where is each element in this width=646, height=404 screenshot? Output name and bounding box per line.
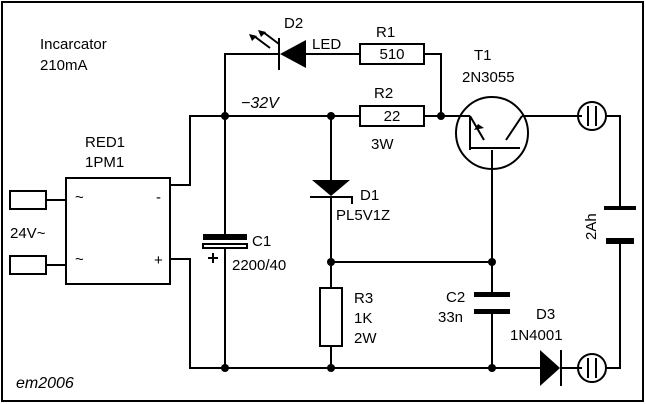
battery-top-wire [606, 115, 621, 208]
c1-plate-negative [203, 234, 247, 240]
led-ref-label: D2 [284, 15, 303, 32]
r2-ref-label: R2 [374, 85, 393, 102]
t1-part-label: 2N3055 [462, 69, 515, 86]
battery-bottom-wire [606, 240, 621, 369]
led-light-arrows-icon [253, 31, 280, 49]
battery-capacity-label: 2Ah [583, 213, 600, 240]
bridge-part-label: 1PM1 [85, 154, 124, 171]
bridge-plus-mark: + [154, 252, 163, 269]
junction-dot [488, 258, 496, 266]
c2-plate-top [474, 292, 510, 297]
r3-power-label: 2W [354, 330, 377, 347]
output-terminal-top [577, 101, 607, 131]
ac-input-terminal-top [9, 190, 47, 210]
r2-value-label: 22 [384, 108, 401, 125]
c2-plate-bottom [474, 309, 510, 314]
charger-title-label: Incarcator [40, 36, 107, 53]
d3-part-label: 1N4001 [510, 327, 563, 344]
t1-ref-label: T1 [474, 47, 492, 64]
d3-ref-label: D3 [536, 306, 555, 323]
junction-dot [488, 364, 496, 372]
output-terminal-bottom [577, 353, 607, 383]
bridge-ref-label: RED1 [85, 134, 125, 151]
c2-value-label: 33n [438, 309, 463, 326]
t1-emitter-arrow-icon [474, 124, 484, 130]
rail-voltage-label: −32V [241, 95, 280, 112]
r3-value-label: 1K [354, 310, 372, 327]
bottom-rail-wire [170, 258, 540, 369]
battery-plate-long [604, 206, 636, 210]
output-terminal-bottom-lines [587, 358, 597, 378]
junction-dot [437, 112, 445, 120]
r3-ref-label: R3 [354, 290, 373, 307]
r1-base-wire [424, 53, 442, 116]
led-d2-body-icon [280, 40, 306, 68]
bridge-rectifier-symbol [65, 177, 171, 285]
negative-rail-wire [170, 115, 360, 186]
led-arrowhead-icon [249, 34, 257, 41]
led-arrowhead-icon [258, 30, 266, 37]
led-part-label: LED [312, 36, 341, 53]
d1-zener-body-icon [312, 180, 350, 196]
input-voltage-label: 24V~ [10, 225, 46, 242]
bridge-ac-mark-bottom: ~ [75, 251, 84, 268]
ac-input-terminal-bottom [9, 255, 47, 275]
r1-value-label: 510 [379, 46, 404, 63]
d1-part-label: PL5V1Z [336, 207, 390, 224]
d1-ref-label: D1 [360, 187, 379, 204]
led-branch-wire [224, 53, 278, 116]
r3-resistor-symbol [319, 287, 343, 347]
c1-value-label: 2200/40 [232, 257, 286, 274]
junction-dot [327, 112, 335, 120]
r2-power-label: 3W [371, 136, 394, 153]
r1-resistor-symbol [359, 43, 425, 65]
bridge-minus-mark: - [156, 189, 161, 206]
t1-transistor-envelope [455, 96, 529, 170]
output-terminal-top-lines [587, 106, 597, 126]
c2-ref-label: C2 [446, 289, 465, 306]
junction-dot [327, 258, 335, 266]
c1-plate-positive [202, 243, 248, 249]
signature-label: em2006 [16, 375, 74, 392]
junction-dot [221, 112, 229, 120]
charger-current-label: 210mA [40, 57, 88, 74]
d1-zener-cathode-bar [310, 196, 353, 204]
bridge-ac-mark-top: ~ [75, 189, 84, 206]
c1-ref-label: C1 [252, 233, 271, 250]
r2-resistor-symbol [359, 105, 425, 127]
battery-plate-short [606, 238, 634, 244]
r1-ref-label: R1 [376, 24, 395, 41]
junction-dot [221, 364, 229, 372]
junction-dot [327, 364, 335, 372]
d3-diode-body-icon [540, 350, 560, 386]
c1-plus-mark [208, 253, 218, 263]
